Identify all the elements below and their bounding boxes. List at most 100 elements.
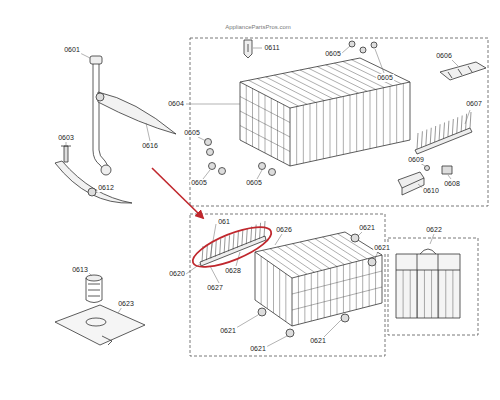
line-art xyxy=(417,112,471,149)
part-0610 xyxy=(398,172,424,195)
filter xyxy=(86,278,102,303)
leader-lines xyxy=(186,104,240,105)
line-art xyxy=(102,336,112,345)
line-art xyxy=(233,234,234,250)
callout-number: 0605 xyxy=(245,179,263,187)
line-art xyxy=(448,121,449,137)
filter-plate xyxy=(55,305,145,345)
line-art xyxy=(383,88,384,146)
line-art xyxy=(240,60,403,165)
leader-lines xyxy=(375,252,378,258)
callout-number: 0613 xyxy=(71,266,89,274)
callout-number: 0623 xyxy=(117,300,135,308)
line-art xyxy=(270,249,307,274)
line-art xyxy=(368,258,376,266)
line-art xyxy=(457,117,458,133)
line-art xyxy=(403,270,404,318)
callout-number: 0610 xyxy=(422,187,440,195)
callout-number: 0605 xyxy=(190,179,208,187)
callout-number: 0616 xyxy=(141,142,159,150)
callout-number: 0607 xyxy=(465,100,483,108)
line-art xyxy=(303,105,304,163)
line-art xyxy=(452,119,453,135)
screw xyxy=(61,146,71,162)
line-art xyxy=(315,239,352,263)
line-art xyxy=(310,104,311,162)
line-art xyxy=(237,232,238,248)
leader-lines xyxy=(266,336,287,347)
cutlery-basket xyxy=(396,254,460,318)
line-art xyxy=(261,234,382,325)
line-art xyxy=(396,254,460,318)
leader-lines xyxy=(80,53,90,58)
line-art xyxy=(452,270,453,318)
line-art xyxy=(285,245,322,270)
line-art xyxy=(263,250,300,276)
line-art xyxy=(220,239,221,255)
line-art xyxy=(292,287,382,310)
pipe-hub xyxy=(101,165,111,175)
line-art xyxy=(283,73,333,98)
line-art xyxy=(356,262,357,310)
callout-number: 0603 xyxy=(57,134,75,142)
line-art xyxy=(470,112,471,128)
line-art xyxy=(86,275,102,281)
clip xyxy=(244,40,252,58)
line-art xyxy=(309,68,359,93)
line-art xyxy=(330,268,331,316)
highlight-ellipse xyxy=(188,219,276,275)
line-art xyxy=(338,234,375,257)
line-art xyxy=(240,126,290,152)
line-art xyxy=(403,270,453,318)
callout-number: 0621 xyxy=(373,244,391,252)
line-art xyxy=(370,91,371,149)
line-art xyxy=(316,102,317,160)
line-art xyxy=(371,42,377,48)
line-art xyxy=(259,163,266,170)
line-art xyxy=(269,169,276,176)
line-art xyxy=(242,230,243,246)
group-box xyxy=(388,238,478,335)
line-art xyxy=(317,271,318,319)
line-art xyxy=(86,318,106,326)
line-art xyxy=(350,95,351,153)
line-art xyxy=(326,65,376,90)
line-art xyxy=(55,38,488,356)
line-art xyxy=(317,67,367,92)
line-art xyxy=(266,77,316,103)
callout-number: 0621 xyxy=(309,337,327,345)
callout-number: 0621 xyxy=(249,345,267,353)
leader-lines xyxy=(198,137,206,141)
leader-lines xyxy=(430,234,434,244)
leader-lines xyxy=(324,320,341,337)
line-art xyxy=(324,270,325,318)
line-art xyxy=(351,60,401,84)
line-art xyxy=(420,249,436,254)
watermark: AppliancePartsPros.com xyxy=(224,23,292,31)
line-art xyxy=(410,270,411,318)
tine-strip xyxy=(415,128,472,154)
callout-number: 0609 xyxy=(407,156,425,164)
leader-lines xyxy=(236,315,258,328)
line-art xyxy=(417,270,418,318)
callout-number: 0605 xyxy=(324,50,342,58)
line-art xyxy=(279,269,280,317)
callout-number: 0608 xyxy=(443,180,461,188)
line-art xyxy=(219,168,226,175)
line-art xyxy=(403,83,404,141)
leader-lines xyxy=(66,142,67,145)
spray-pipe xyxy=(93,62,108,170)
line-art xyxy=(246,228,247,244)
pipe-head xyxy=(90,56,102,64)
lower-rack xyxy=(255,232,382,278)
line-art xyxy=(461,116,462,132)
line-art xyxy=(351,234,359,242)
line-art xyxy=(421,131,422,147)
line-art xyxy=(296,107,297,165)
line-art xyxy=(435,126,436,142)
callout-number: 0604 xyxy=(167,100,185,108)
line-art xyxy=(304,275,305,323)
line-art xyxy=(207,149,214,156)
leader-lines xyxy=(253,48,262,49)
